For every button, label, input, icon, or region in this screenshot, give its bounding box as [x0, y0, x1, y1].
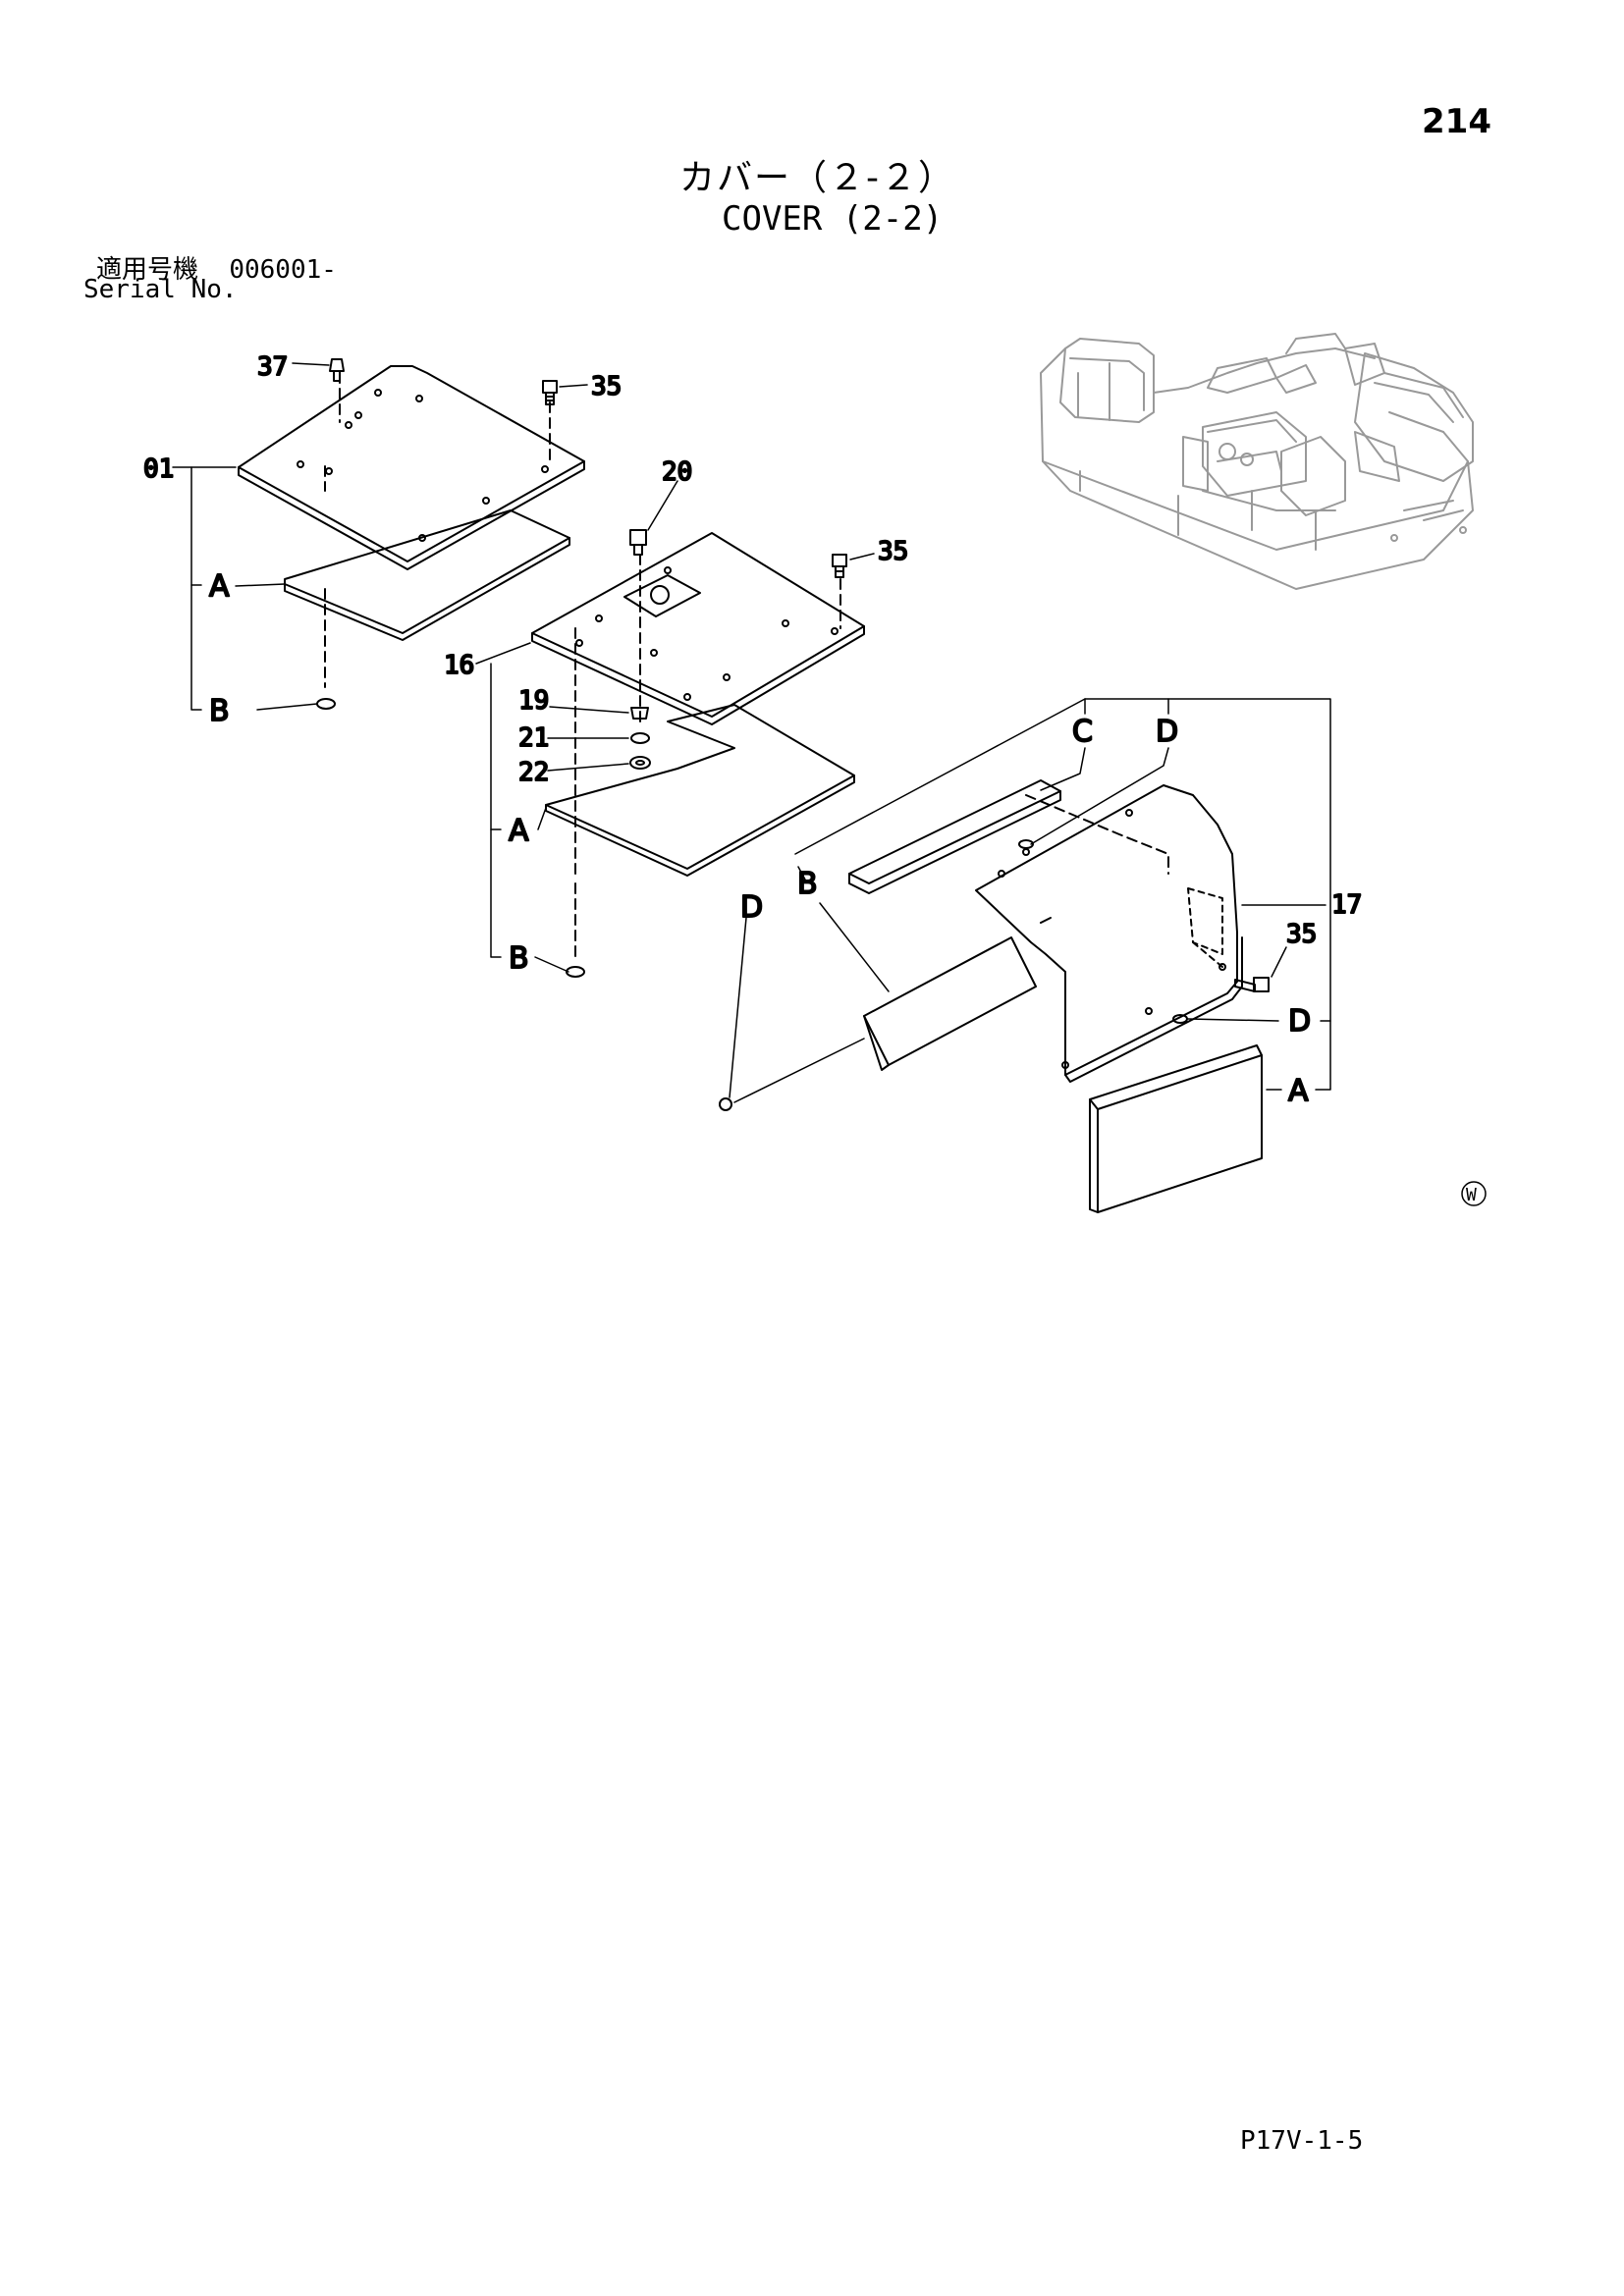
- ref-letter-d-top: D: [1156, 715, 1178, 749]
- ref-letter-b-upper: B: [209, 694, 230, 728]
- insulation-pad-b-side: [863, 936, 1037, 1071]
- ref-letter-d-right: D: [1288, 1004, 1311, 1039]
- serial-number-value: 006001-: [229, 255, 337, 285]
- side-cover-17: [975, 784, 1243, 1083]
- ref-letter-a-upper: A: [209, 569, 230, 604]
- washer-b-lower: [566, 966, 585, 978]
- bolt-35-right: [1234, 977, 1270, 992]
- page-title-english: COVER (2-2): [722, 199, 944, 239]
- page-title-japanese: カバー（２-２）: [679, 158, 955, 198]
- ref-letter-a-right: A: [1288, 1074, 1309, 1108]
- callout-17: 17: [1331, 890, 1362, 920]
- insulation-strip-c: [848, 779, 1061, 894]
- callout-37: 37: [257, 352, 288, 382]
- cover-plate-01: [238, 365, 585, 570]
- grommet-19: [630, 707, 649, 720]
- ref-letter-b-side: B: [797, 867, 818, 901]
- serial-label-english: Serial No.: [83, 275, 238, 304]
- page-number: 214: [1422, 102, 1491, 141]
- washer-21: [630, 732, 650, 744]
- serial-label-jp-text: 適用号機: [96, 255, 199, 285]
- bolt-35-upper: [542, 380, 558, 405]
- ref-letter-a-lower: A: [509, 814, 529, 848]
- leader-lines: [172, 362, 1331, 1103]
- insulation-pad-a-upper: [284, 509, 570, 641]
- machine-overview-sketch: [1040, 333, 1474, 590]
- insulation-pad-a-lower: [545, 704, 855, 877]
- ref-letter-c-top: C: [1072, 715, 1093, 749]
- insulation-pad-a-bottom: [1089, 1044, 1263, 1213]
- callout-35-middle: 35: [878, 537, 908, 566]
- nut-22: [629, 756, 651, 770]
- callout-21: 21: [518, 723, 549, 753]
- callout-19: 19: [518, 686, 549, 716]
- circled-w-mark: W: [1461, 1181, 1487, 1206]
- circled-w-letter: W: [1466, 1185, 1477, 1205]
- hole-d-lower: [1172, 1014, 1188, 1024]
- callout-20: 20: [662, 457, 692, 487]
- ref-letter-b-lower: B: [509, 941, 529, 976]
- serial-label-japanese: 適用号機 006001-: [96, 249, 337, 286]
- washer-b-upper: [316, 698, 336, 710]
- bolt-20: [629, 529, 647, 556]
- ref-letter-d-left: D: [740, 890, 763, 925]
- bolt-35-middle: [832, 554, 847, 578]
- callout-35-upper: 35: [591, 372, 622, 401]
- callout-35-right: 35: [1286, 920, 1317, 949]
- footer-code: P17V-1-5: [1240, 2126, 1364, 2156]
- hole-d-left: [719, 1097, 732, 1111]
- callout-01: 01: [143, 454, 174, 484]
- callout-16: 16: [444, 651, 474, 680]
- callout-22: 22: [518, 758, 549, 787]
- cover-plate-16: [531, 532, 865, 725]
- bolt-37: [329, 358, 345, 382]
- hole-d-upper: [1018, 839, 1034, 849]
